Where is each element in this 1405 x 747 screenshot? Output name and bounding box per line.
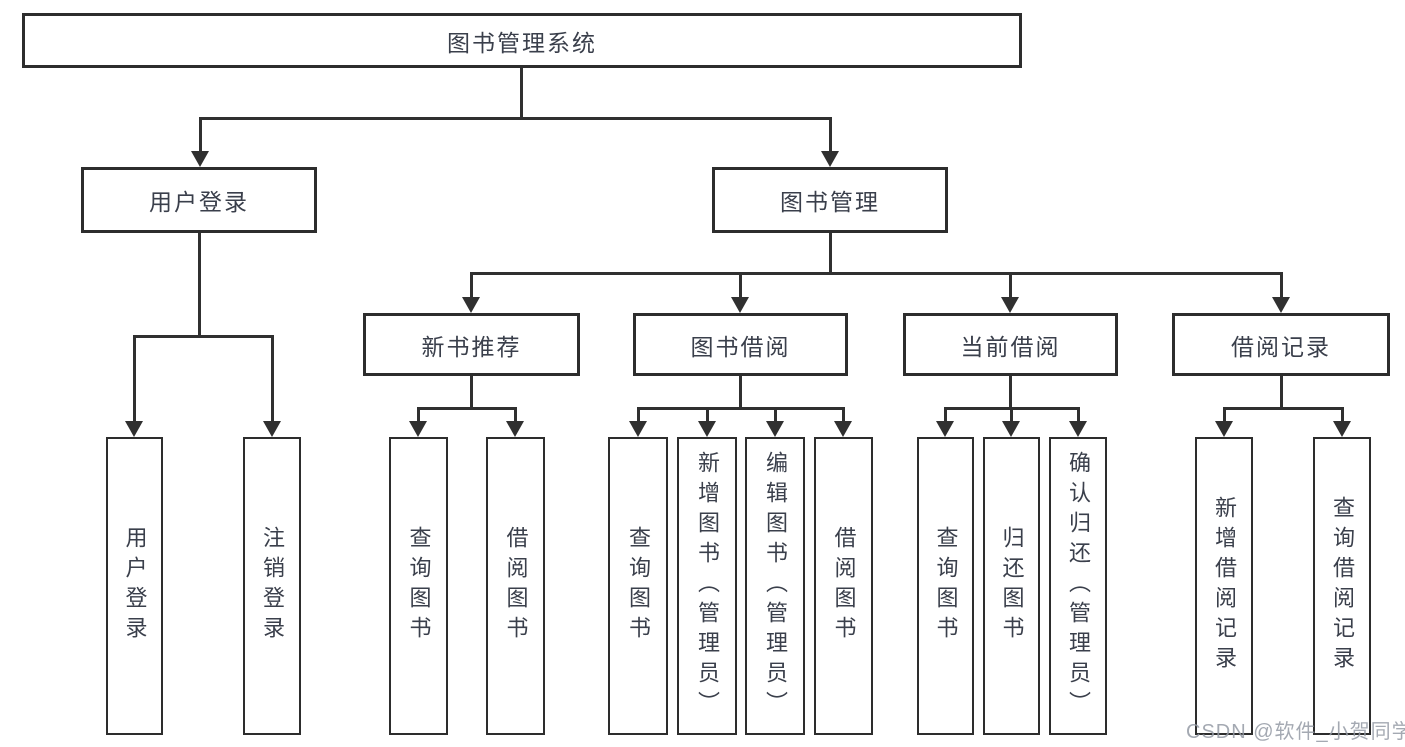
- connector-line: [199, 116, 831, 120]
- arrow-down-icon: [1069, 421, 1087, 437]
- node-leaf-cb-confirm: 确认归还（管理员）: [1049, 437, 1107, 735]
- node-label: 用户登录: [122, 526, 148, 646]
- connector-line: [828, 117, 832, 154]
- node-label: 新增借阅记录: [1212, 496, 1237, 676]
- node-label: 编辑图书（管理员）: [763, 451, 788, 721]
- node-label: 查询图书: [933, 526, 959, 646]
- node-leaf-bb-borrow: 借阅图书: [814, 437, 873, 735]
- arrow-down-icon: [506, 421, 524, 437]
- node-leaf-bb-query: 查询图书: [608, 437, 668, 735]
- connector-line: [841, 407, 845, 423]
- watermark-text: CSDN @软件_小贺同学: [1186, 721, 1405, 743]
- node-label: 当前借阅: [960, 333, 1061, 360]
- arrow-down-icon: [821, 151, 839, 167]
- node-label: 查询图书: [626, 526, 651, 646]
- arrow-down-icon: [629, 421, 647, 437]
- node-label: 归还图书: [999, 526, 1025, 646]
- connector-line: [738, 376, 742, 409]
- connector-line: [636, 407, 640, 423]
- node-leaf-user-login: 用户登录: [106, 437, 163, 735]
- node-user-login: 用户登录: [81, 167, 317, 233]
- node-label: 图书借阅: [690, 333, 791, 360]
- node-leaf-cb-return: 归还图书: [983, 437, 1040, 735]
- connector-line: [1076, 407, 1080, 423]
- node-leaf-br-query: 查询借阅记录: [1313, 437, 1371, 735]
- arrow-down-icon: [1001, 297, 1019, 313]
- connector-line: [773, 407, 777, 423]
- connector-line: [1008, 272, 1012, 299]
- arrow-down-icon: [191, 151, 209, 167]
- connector-line: [1340, 407, 1344, 423]
- node-label: 查询借阅记录: [1330, 496, 1355, 676]
- node-leaf-br-add: 新增借阅记录: [1195, 437, 1253, 735]
- connector-line: [944, 406, 1079, 410]
- connector-line: [738, 272, 742, 299]
- connector-line: [637, 406, 844, 410]
- node-book-borrow: 图书借阅: [633, 313, 848, 376]
- connector-line: [198, 117, 202, 154]
- node-label: 借阅图书: [831, 526, 857, 646]
- node-label: 图书管理: [780, 189, 880, 215]
- connector-line: [132, 335, 136, 423]
- connector-line: [1009, 407, 1013, 423]
- connector-line: [519, 68, 523, 119]
- node-label: 确认归还（管理员）: [1066, 451, 1091, 721]
- connector-line: [705, 407, 709, 423]
- connector-line: [828, 232, 832, 274]
- arrow-down-icon: [125, 421, 143, 437]
- connector-line: [513, 407, 517, 423]
- arrow-down-icon: [1002, 421, 1020, 437]
- arrow-down-icon: [263, 421, 281, 437]
- node-label: 新书推荐: [421, 333, 522, 360]
- connector-line: [1223, 406, 1343, 410]
- arrow-down-icon: [936, 421, 954, 437]
- node-new-book-rec: 新书推荐: [363, 313, 580, 376]
- arrow-down-icon: [766, 421, 784, 437]
- node-leaf-logout: 注销登录: [243, 437, 301, 735]
- node-label: 查询图书: [406, 526, 432, 646]
- arrow-down-icon: [1333, 421, 1351, 437]
- connector-line: [1008, 376, 1012, 409]
- node-book-mgmt: 图书管理: [712, 167, 948, 233]
- connector-line: [943, 407, 947, 423]
- connector-line: [417, 406, 516, 410]
- arrow-down-icon: [462, 297, 480, 313]
- node-leaf-bb-edit: 编辑图书（管理员）: [745, 437, 805, 735]
- node-label: 图书管理系统: [447, 29, 597, 56]
- node-borrow-records: 借阅记录: [1172, 313, 1390, 376]
- connector-line: [197, 232, 201, 337]
- node-current-borrow: 当前借阅: [903, 313, 1118, 376]
- node-leaf-rec-borrow: 借阅图书: [486, 437, 545, 735]
- arrow-down-icon: [1215, 421, 1233, 437]
- node-leaf-rec-query: 查询图书: [389, 437, 448, 735]
- arrow-down-icon: [834, 421, 852, 437]
- connector-line: [270, 335, 274, 423]
- node-leaf-bb-add: 新增图书（管理员）: [677, 437, 737, 735]
- node-label: 注销登录: [260, 526, 285, 646]
- connector-line: [1279, 272, 1283, 299]
- node-label: 新增图书（管理员）: [695, 451, 720, 721]
- connector-line: [469, 376, 473, 409]
- arrow-down-icon: [731, 297, 749, 313]
- node-root: 图书管理系统: [22, 13, 1022, 68]
- node-label: 借阅图书: [503, 526, 529, 646]
- node-label: 用户登录: [149, 189, 249, 215]
- connector-line: [470, 271, 1282, 275]
- arrow-down-icon: [409, 421, 427, 437]
- connector-line: [416, 407, 420, 423]
- arrow-down-icon: [1272, 297, 1290, 313]
- arrow-down-icon: [698, 421, 716, 437]
- connector-line: [469, 272, 473, 299]
- connector-line: [1222, 407, 1226, 423]
- node-leaf-cb-query: 查询图书: [917, 437, 974, 735]
- node-label: 借阅记录: [1231, 333, 1331, 360]
- connector-line: [1279, 376, 1283, 409]
- connector-line: [133, 334, 273, 338]
